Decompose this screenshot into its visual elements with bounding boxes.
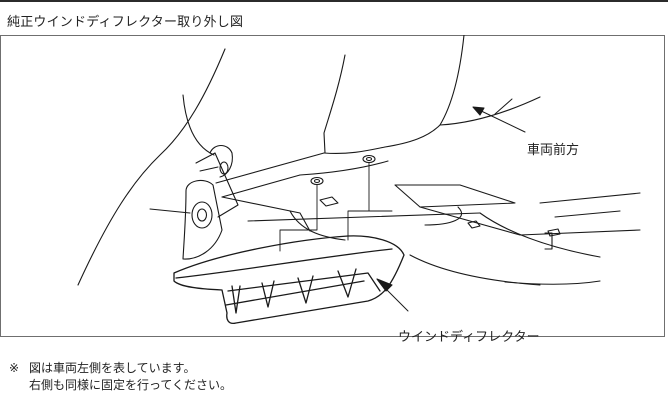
wind-deflector-removal-diagram [77,35,641,325]
vehicle-body-lines [77,35,641,286]
wind-deflector-label: ウインドディフレクター [398,330,540,345]
note-line-1: ※ 図は車両左側を表しています。 [9,360,232,377]
leader-lines [149,98,526,312]
guide-lines [279,162,393,252]
notes: ※ 図は車両左側を表しています。 右側も同様に固定を行ってください。 [9,360,232,394]
front-direction-arrow-icon [472,106,485,116]
bolt-holes [310,154,376,186]
note-mark: ※ [9,361,20,375]
note-line-2: 右側も同様に固定を行ってください。 [29,378,233,392]
diagram-frame [0,35,665,337]
note-text-1: 図は車両左側を表しています。 [29,361,196,375]
page-title: 純正ウインドディフレクター取り外し図 [7,15,244,30]
vehicle-front-label: 車両前方 [527,143,580,158]
deflector-arrow-icon [376,278,393,292]
top-rule [0,0,668,2]
mounting-bracket [182,144,239,260]
wind-deflector-part [173,235,405,325]
